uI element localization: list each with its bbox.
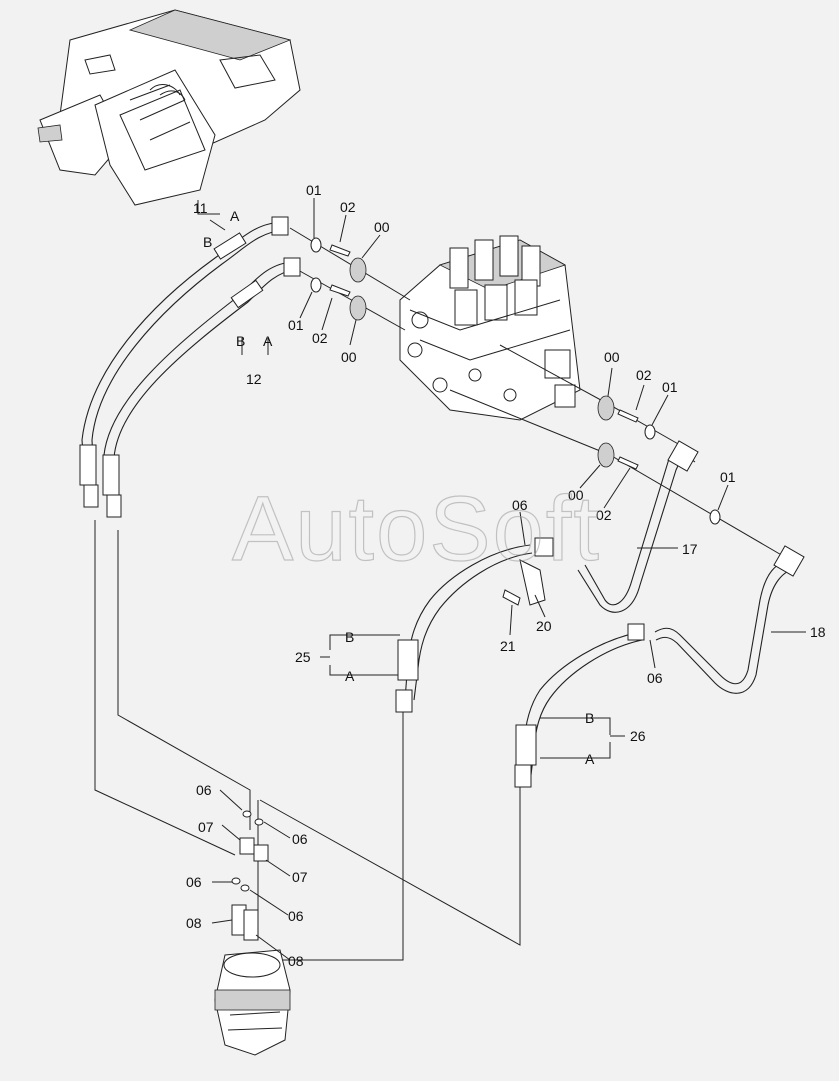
callout-02: 02 [636, 367, 652, 383]
callout-18: 18 [810, 624, 826, 640]
callout-labels: 01 02 00 01 02 00 00 02 01 00 02 01 11 A… [186, 182, 826, 969]
callout-25-b: B [345, 629, 354, 645]
callout-01: 01 [662, 379, 678, 395]
callout-06: 06 [512, 497, 528, 513]
callout-06: 06 [196, 782, 212, 798]
callout-00: 00 [568, 487, 584, 503]
swivel-joint-illustration [214, 810, 291, 1056]
callout-11: 11 [193, 200, 208, 216]
pipe-17 [577, 440, 699, 613]
watermark: AutoSoft [232, 478, 601, 580]
fittings-upper-left [310, 237, 367, 321]
pipe-18 [654, 545, 805, 694]
leader-lines [197, 198, 806, 961]
callout-26-a: A [585, 751, 595, 767]
callout-02: 02 [312, 330, 328, 346]
hose-11 [79, 216, 289, 508]
hose-26 [514, 623, 645, 788]
callout-11-b: B [203, 234, 212, 250]
hose-12 [102, 257, 301, 518]
callout-20: 20 [536, 618, 552, 634]
callout-17: 17 [682, 541, 698, 557]
callout-00: 00 [374, 219, 390, 235]
callout-06: 06 [292, 831, 308, 847]
excavator-overview-illustration [37, 9, 301, 206]
callout-12-b: B [236, 333, 245, 349]
callout-00: 00 [604, 349, 620, 365]
callout-00: 00 [341, 349, 357, 365]
callout-02: 02 [596, 507, 612, 523]
callout-08: 08 [288, 953, 304, 969]
callout-01: 01 [306, 182, 322, 198]
callout-25: 25 [295, 649, 311, 665]
callout-02: 02 [340, 199, 356, 215]
callout-06: 06 [647, 670, 663, 686]
control-valve-illustration [399, 235, 581, 421]
callout-06: 06 [288, 908, 304, 924]
callout-11-a: A [230, 208, 240, 224]
callout-12: 12 [246, 371, 262, 387]
callout-25-a: A [345, 668, 355, 684]
callout-01: 01 [288, 317, 304, 333]
fittings-right [597, 395, 721, 525]
callout-12-a: A [263, 333, 273, 349]
callout-07: 07 [292, 869, 308, 885]
callout-06: 06 [186, 874, 202, 890]
callout-26: 26 [630, 728, 646, 744]
callout-21: 21 [500, 638, 516, 654]
hose-25 [395, 537, 554, 713]
callout-01: 01 [720, 469, 736, 485]
callout-07: 07 [198, 819, 214, 835]
callout-08: 08 [186, 915, 202, 931]
callout-26-b: B [585, 710, 594, 726]
